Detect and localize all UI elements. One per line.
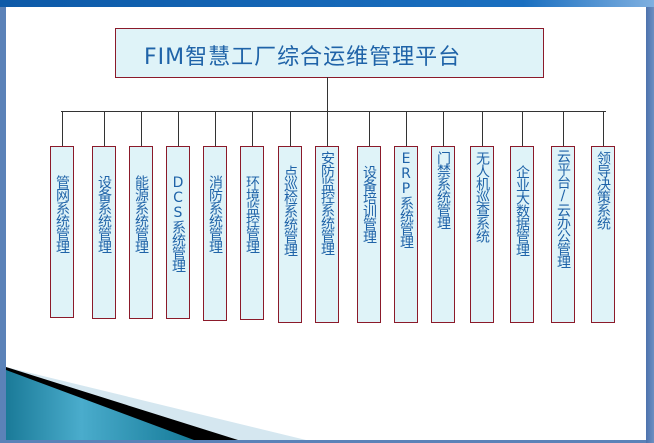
module-box: DCS系统管理 [166, 146, 190, 319]
connector-trunk [327, 77, 328, 112]
connector-bus [61, 111, 606, 112]
module-label: 企业大数据管理 [514, 165, 530, 256]
module-label: 安防监控系统管理 [319, 151, 335, 255]
module-box: 安防监控系统管理 [315, 146, 339, 323]
connector-stem [178, 111, 179, 146]
connector-stem [327, 111, 328, 146]
module-label: 环境监控管理 [244, 175, 260, 253]
module-box: ERP系统管理 [394, 146, 418, 323]
connector-stem [443, 111, 444, 146]
module-box: 管网系统管理 [50, 146, 74, 318]
module-box: 领导决策系统 [591, 146, 615, 323]
connector-stem [522, 111, 523, 146]
connector-stem [104, 111, 105, 146]
module-label: 云平台/云办公管理 [555, 149, 571, 268]
connector-stem [141, 111, 142, 146]
module-label: 管网系统管理 [54, 175, 70, 253]
module-label: 能源系统管理 [133, 175, 149, 253]
module-label: 消防系统管理 [207, 175, 223, 253]
bottom-wave-decoration [6, 367, 306, 440]
module-label: 门禁系统管理 [435, 151, 451, 229]
module-label: 点巡检系统管理 [282, 165, 298, 256]
module-box: 无人机巡查系统 [470, 146, 494, 323]
window-right-border [646, 7, 654, 443]
window-top-bar [0, 0, 654, 7]
connector-stem [215, 111, 216, 146]
connector-stem [563, 111, 564, 146]
module-box: 云平台/云办公管理 [551, 146, 575, 323]
module-label: 无人机巡查系统 [474, 151, 490, 242]
platform-title: FIM智慧工厂综合运维管理平台 [144, 45, 462, 70]
connector-stem [603, 111, 604, 146]
slide: FIM智慧工厂综合运维管理平台 管网系统管理 设备系统管理 能源系统管理 DCS系统管… [6, 7, 646, 440]
connector-stem [252, 111, 253, 146]
module-box: 消防系统管理 [203, 146, 227, 321]
platform-title-box: FIM智慧工厂综合运维管理平台 [115, 28, 544, 78]
module-box: 门禁系统管理 [431, 146, 455, 323]
module-label: 设备系统管理 [96, 175, 112, 253]
module-label: 领导决策系统 [595, 151, 611, 229]
connector-stem [482, 111, 483, 146]
module-box: 环境监控管理 [240, 146, 264, 320]
module-label: ERP系统管理 [398, 151, 414, 248]
module-label: 设备培训管理 [361, 165, 377, 243]
connector-stem [369, 111, 370, 146]
connector-stem [290, 111, 291, 146]
module-box: 能源系统管理 [129, 146, 153, 319]
connector-stem [406, 111, 407, 146]
module-box: 设备培训管理 [357, 146, 381, 323]
module-label: DCS系统管理 [170, 175, 186, 272]
module-box: 点巡检系统管理 [278, 146, 302, 323]
connector-stem [62, 111, 63, 146]
module-box: 企业大数据管理 [510, 146, 534, 323]
module-box: 设备系统管理 [92, 146, 116, 319]
